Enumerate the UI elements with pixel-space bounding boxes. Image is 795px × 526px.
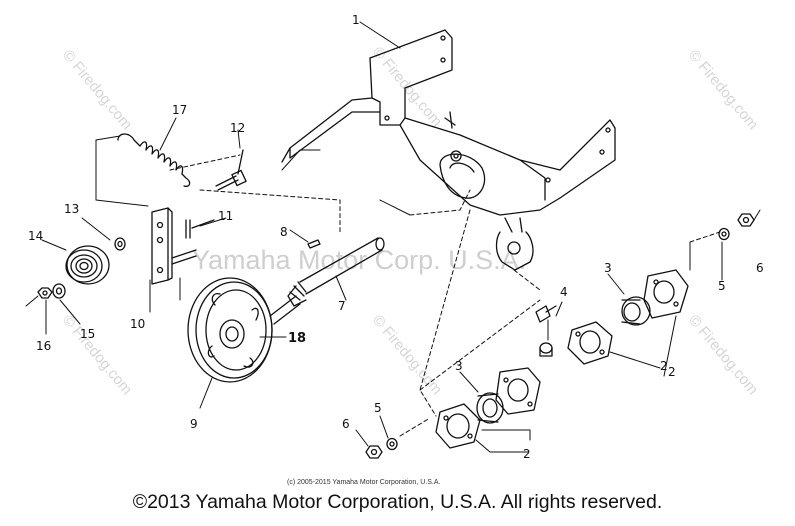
watermark-firedog: © Firedog.com <box>369 312 445 398</box>
watermark-firedog: © Firedog.com <box>685 47 761 133</box>
nut-washer-part <box>37 283 66 299</box>
nut-washer-right <box>718 213 755 241</box>
watermark-firedog: © Firedog.com <box>685 312 761 398</box>
callout-9: 9 <box>190 417 198 431</box>
idler-arm-part <box>151 207 215 285</box>
callout-labels: 1 2 2 2 3 3 4 5 5 6 6 7 8 9 10 11 12 13 … <box>28 13 764 461</box>
callout-3: 3 <box>604 261 612 275</box>
leader-lines <box>25 21 761 453</box>
callout-11: 11 <box>218 209 233 223</box>
copyright-notice: ©2013 Yamaha Motor Corporation, U.S.A. A… <box>132 491 663 513</box>
callout-7: 7 <box>338 299 346 313</box>
callout-17: 17 <box>172 103 187 117</box>
nut-washer-bottom <box>365 437 398 459</box>
idler-pulley-part <box>65 245 110 285</box>
callout-18: 18 <box>288 331 306 346</box>
watermark-firedog: © Firedog.com <box>59 47 135 133</box>
shaft-part <box>269 237 385 325</box>
flange-middle <box>567 321 613 365</box>
bearing-flange-right <box>621 269 689 326</box>
callout-5: 5 <box>374 401 382 415</box>
callout-8: 8 <box>280 225 288 239</box>
callout-10: 10 <box>130 317 145 331</box>
callout-15: 15 <box>80 327 95 341</box>
callout-16: 16 <box>36 339 51 353</box>
carriage-bolt-part <box>535 305 557 357</box>
bearing-flange-lower <box>476 367 541 424</box>
callout-13: 13 <box>64 202 79 216</box>
flange-bottom <box>435 403 481 449</box>
callout-2: 2 <box>660 359 668 373</box>
callout-6: 6 <box>756 261 764 275</box>
drawing-layer <box>25 21 761 459</box>
small-credit-line: (c) 2005-2015 Yamaha Motor Corporation, … <box>287 479 440 486</box>
watermark-firedog: © Firedog.com <box>59 312 135 398</box>
watermark-layer: © Firedog.com © Firedog.com © Firedog.co… <box>59 44 761 398</box>
spring-part <box>117 133 191 188</box>
callout-3: 3 <box>455 359 463 373</box>
key-part <box>307 239 321 249</box>
callout-5: 5 <box>718 279 726 293</box>
bolt-part <box>215 149 247 191</box>
washer-part <box>114 237 126 251</box>
callout-2: 2 <box>668 365 676 379</box>
watermark-yamaha: Yamaha Motor Corp. U.S.A. <box>192 245 526 275</box>
callout-2: 2 <box>523 447 531 461</box>
callout-6: 6 <box>342 417 350 431</box>
callout-14: 14 <box>28 229 43 243</box>
main-bracket-part <box>281 29 616 271</box>
callout-4: 4 <box>560 285 568 299</box>
callout-1: 1 <box>352 13 360 27</box>
callout-12: 12 <box>230 121 245 135</box>
main-pulley-part <box>187 277 273 383</box>
